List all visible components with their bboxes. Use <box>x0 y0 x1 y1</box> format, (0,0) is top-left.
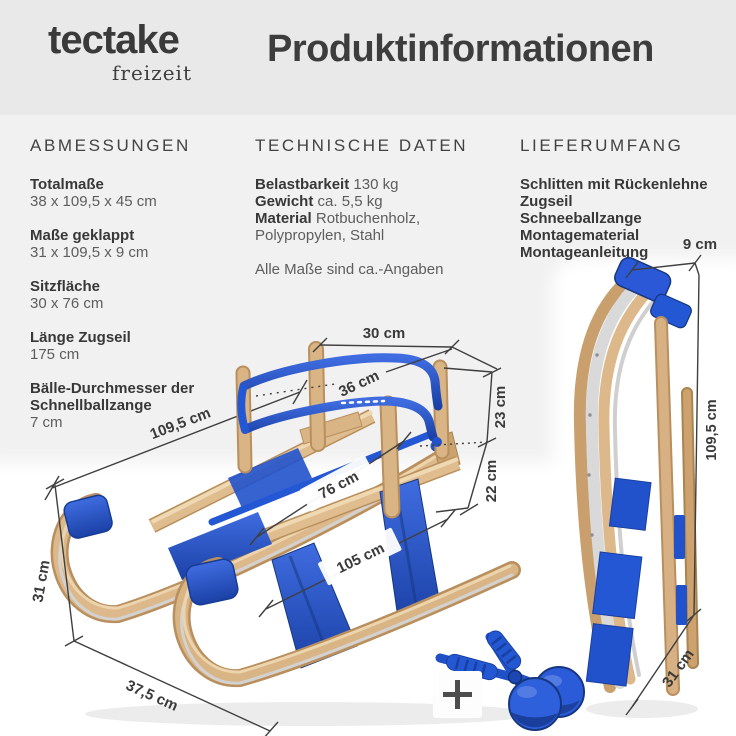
dim-label-side-height: 31 cm <box>30 559 54 604</box>
sled-shadow <box>85 702 535 726</box>
dim-label-seat-height: 22 cm <box>483 460 500 503</box>
folded-sled-illustration: 9 cm 109,5 cm 31 cm <box>573 236 720 718</box>
dim-backrest-width <box>255 348 453 397</box>
header-band <box>0 0 736 115</box>
tech-belastbarkeit: Belastbarkeit 130 kg <box>255 176 399 193</box>
spec-item-zugseil: Länge Zugseil 175 cm <box>30 329 131 363</box>
sled-runner-cap-near <box>185 558 239 606</box>
spec-item-masse-geklappt: Maße geklappt 31 x 109,5 x 9 cm <box>30 227 149 261</box>
folded-sled-shadow <box>586 700 698 718</box>
dim-folded-depth <box>625 254 702 279</box>
tool-scoops <box>508 666 585 731</box>
spec-item-ballzange: Bälle-Durchmesser der Schnellballzange 7… <box>30 380 195 431</box>
spec-item-sitzflaeche: Sitzfläche 30 x 76 cm <box>30 278 104 312</box>
tech-note: Alle Maße sind ca.-Angaben <box>255 261 444 278</box>
dim-folded-width <box>625 614 695 716</box>
brand-logo-sub: freizeit <box>111 61 192 85</box>
dim-label-top-width: 30 cm <box>363 325 406 342</box>
brand-logo: tectake <box>48 18 180 62</box>
folded-blue-frame <box>585 477 652 687</box>
pack-item: Montagematerial <box>520 227 640 244</box>
dim-top-width <box>312 337 498 370</box>
tech-gewicht: Gewicht ca. 5,5 kg <box>255 193 383 210</box>
tech-material: Material Rotbuchenholz, Polypropylen, St… <box>255 210 421 244</box>
plus-icon <box>433 671 482 718</box>
sled-runner-cap-far <box>63 494 113 539</box>
dim-label-folded-depth: 9 cm <box>683 236 717 253</box>
folded-runner-bands <box>573 267 667 693</box>
folded-poles <box>654 316 699 696</box>
pack-item: Schneeballzange <box>520 210 642 227</box>
dim-total-length <box>44 379 308 501</box>
dim-label-backrest-height: 23 cm <box>492 386 509 429</box>
section-lieferumfang: LIEFERUMFANG Schlitten mit Rückenlehne Z… <box>520 136 732 261</box>
dim-seat-height <box>419 441 488 516</box>
dim-front-width <box>73 640 279 736</box>
pack-item: Zugseil <box>520 193 573 210</box>
dim-label-folded-height: 109,5 cm <box>704 399 720 460</box>
folded-cap <box>614 256 672 303</box>
pack-list: Schlitten mit Rückenlehne Zugseil Schnee… <box>520 176 732 261</box>
section-abmessungen: ABMESSUNGEN Totalmaße 38 x 109,5 x 45 cm… <box>30 136 235 448</box>
section-heading-abmessungen: ABMESSUNGEN <box>30 136 191 155</box>
section-heading-technische-daten: TECHNISCHE DATEN <box>255 136 469 155</box>
dim-label-total-length: 109,5 cm <box>148 405 213 444</box>
folded-blue-between <box>674 515 687 625</box>
spec-item-totalmasse: Totalmaße 38 x 109,5 x 45 cm <box>30 176 157 210</box>
section-heading-lieferumfang: LIEFERUMFANG <box>520 136 684 155</box>
dim-backrest-height <box>443 367 502 448</box>
pack-item: Montageanleitung <box>520 244 649 261</box>
page-title: Produktinformationen <box>267 28 654 70</box>
snowball-tool-illustration <box>435 630 585 731</box>
sled-near-runner <box>172 557 521 688</box>
sled-illustration: 109,5 cm <box>30 325 535 736</box>
sled-backrest-hoops <box>237 353 443 447</box>
pack-item: Schlitten mit Rückenlehne <box>520 176 708 193</box>
dim-label-backrest-width: 36 cm <box>336 367 382 400</box>
tool-pivot <box>507 669 523 685</box>
section-technische-daten: TECHNISCHE DATEN Belastbarkeit 130 kg Ge… <box>255 136 490 278</box>
